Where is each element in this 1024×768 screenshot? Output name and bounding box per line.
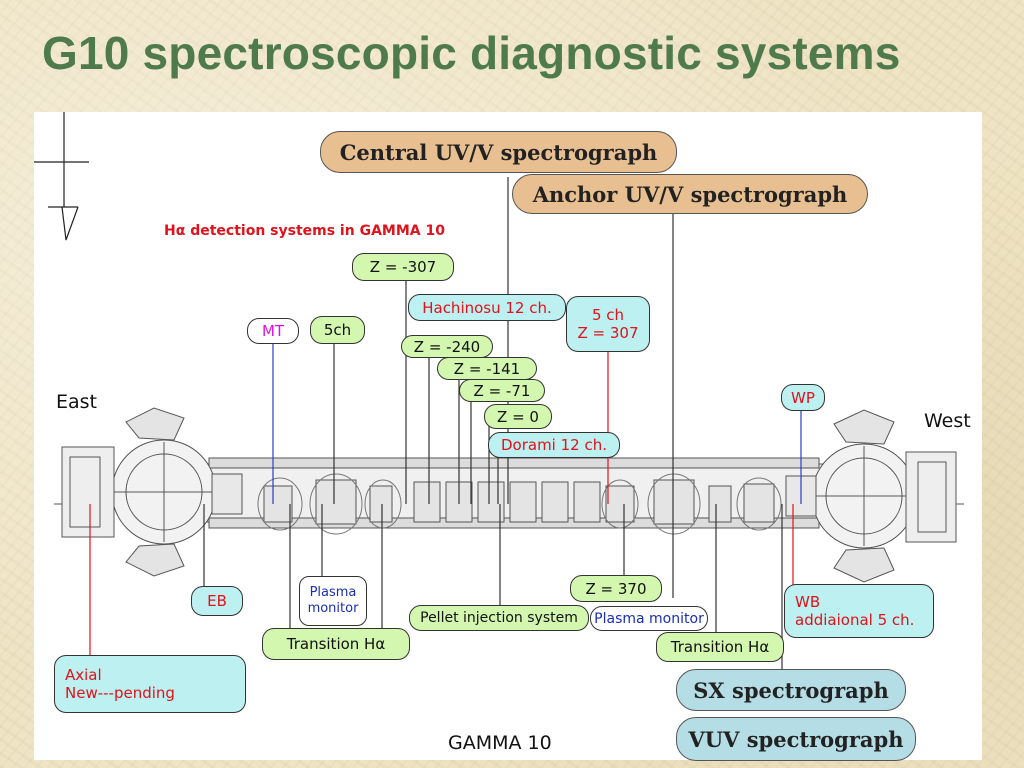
five-ch-z307-line2: Z = 307 bbox=[577, 324, 639, 342]
east-end-cell bbox=[61, 407, 243, 577]
eb-label: EB bbox=[191, 586, 243, 616]
plasma-monitor-left-line1: Plasma bbox=[309, 585, 357, 601]
wp-label: WP bbox=[781, 384, 825, 411]
west-label: West bbox=[924, 410, 971, 432]
vuv-spectrograph-box: VUV spectrograph bbox=[676, 717, 916, 761]
dorami-label: Dorami 12 ch. bbox=[488, 432, 620, 458]
gamma10-label: GAMMA 10 bbox=[448, 732, 552, 754]
central-cells bbox=[263, 479, 775, 525]
connector-lines bbox=[203, 177, 783, 672]
transition-halpha-right-label: Transition Hα bbox=[656, 632, 784, 662]
hachinosu-label: Hachinosu 12 ch. bbox=[408, 294, 566, 321]
z-minus-307-label: Z = -307 bbox=[352, 253, 454, 281]
diagram-heading: Hα detection systems in GAMMA 10 bbox=[164, 223, 445, 239]
transition-halpha-left-label: Transition Hα bbox=[262, 628, 410, 660]
east-label: East bbox=[56, 391, 97, 413]
anchor-spectrograph-box: Anchor UV/V spectrograph bbox=[512, 174, 868, 214]
red-connectors bbox=[89, 349, 794, 657]
z-minus-71-label: Z = -71 bbox=[459, 379, 545, 402]
west-end-cell bbox=[785, 409, 957, 583]
central-spectrograph-box: Central UV/V spectrograph bbox=[320, 131, 677, 173]
mt-label: MT bbox=[247, 318, 299, 344]
plasma-monitor-left-line2: monitor bbox=[307, 601, 359, 616]
z-minus-141-label: Z = -141 bbox=[437, 357, 537, 380]
axial-box: Axial New---pending bbox=[54, 655, 246, 713]
diagram-panel: Hα detection systems in GAMMA 10 East We… bbox=[34, 112, 982, 761]
five-ch-z307-box: 5 ch Z = 307 bbox=[566, 296, 650, 352]
blue-connectors bbox=[272, 342, 802, 504]
z-370-label: Z = 370 bbox=[570, 575, 662, 602]
sx-spectrograph-box: SX spectrograph bbox=[676, 669, 906, 711]
wb-line1: WB bbox=[795, 593, 821, 611]
wb-line2: addiaional 5 ch. bbox=[795, 611, 915, 629]
wb-box: WB addiaional 5 ch. bbox=[784, 584, 934, 638]
slide-title: G10 spectroscopic diagnostic systems bbox=[42, 27, 901, 79]
axis-symbol bbox=[34, 112, 89, 241]
plasma-monitor-left-box: Plasma monitor bbox=[299, 576, 367, 626]
machine-drawing bbox=[34, 112, 964, 672]
pellet-injection-label: Pellet injection system bbox=[409, 605, 589, 631]
ring-outlines bbox=[257, 473, 782, 535]
z-minus-240-label: Z = -240 bbox=[401, 335, 493, 358]
five-ch-z307-line1: 5 ch bbox=[591, 306, 625, 324]
plasma-monitor-right-label: Plasma monitor bbox=[590, 606, 708, 631]
axial-line1: Axial bbox=[65, 666, 102, 684]
z-0-label: Z = 0 bbox=[484, 404, 552, 429]
five-ch-label: 5ch bbox=[310, 316, 365, 344]
axial-line2: New---pending bbox=[65, 684, 175, 702]
